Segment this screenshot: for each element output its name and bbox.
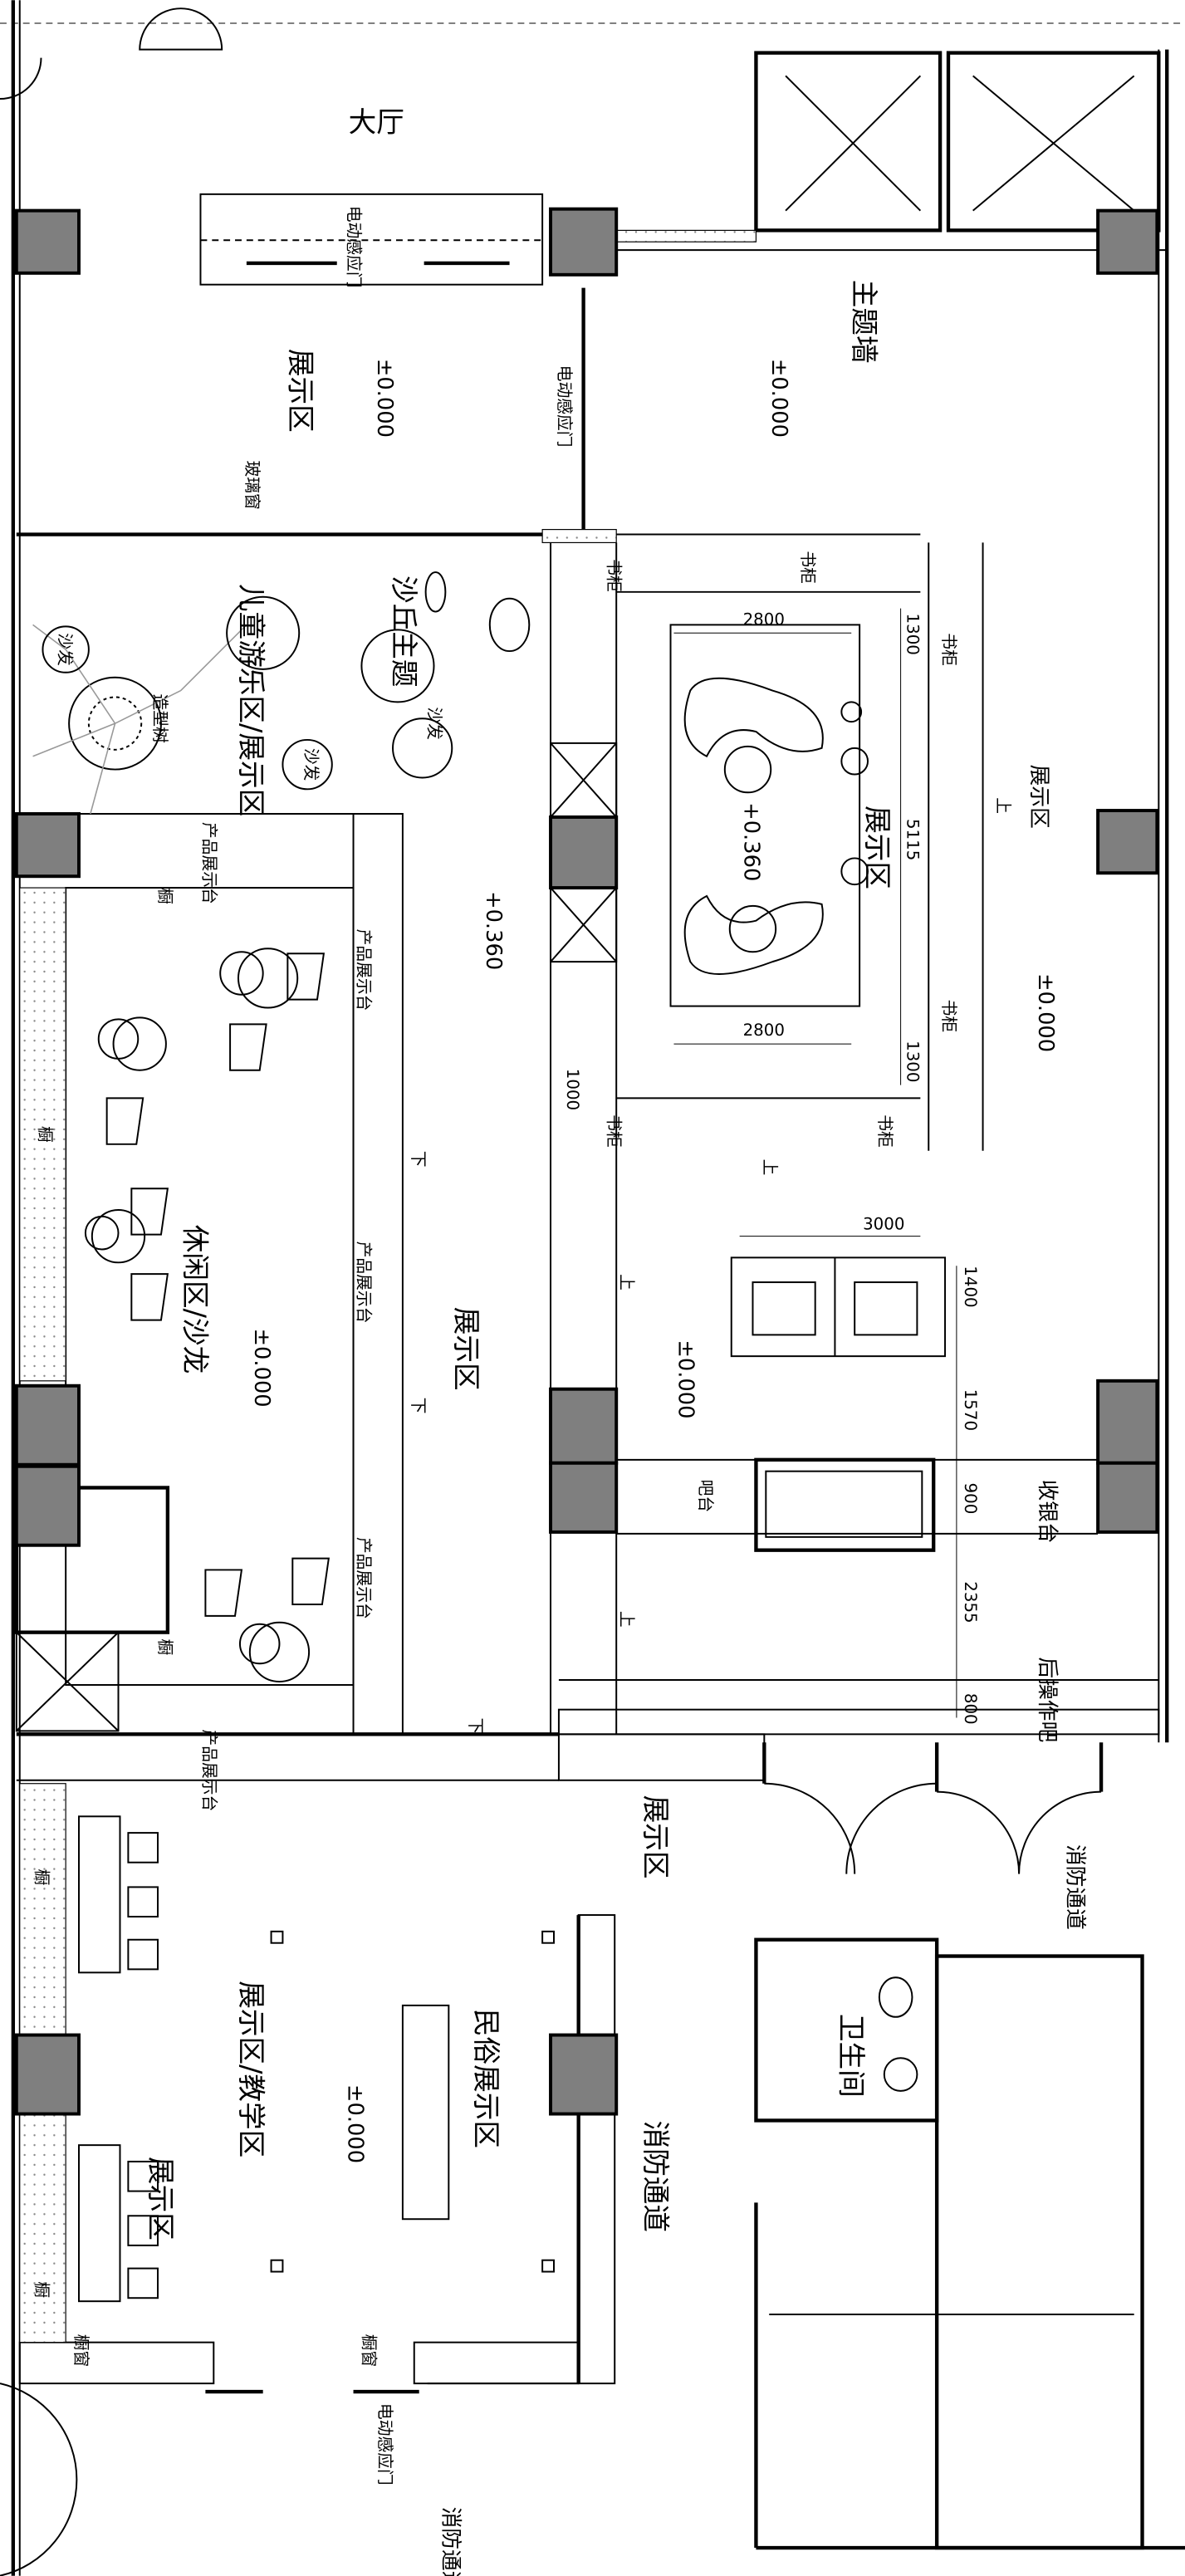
bookcase-label: 书柜 xyxy=(798,551,817,584)
stairs-up-label: 上 xyxy=(993,797,1012,814)
exhibit-area-label: 展示区 xyxy=(861,806,894,889)
bookcase-label: 书柜 xyxy=(604,1114,623,1148)
back-bar-label: 后操作吧 xyxy=(1035,1657,1060,1742)
stairs-up-label: 上 xyxy=(617,1611,636,1628)
folk-exhibit-label: 民俗展示区 xyxy=(470,2009,502,2148)
elevation-label: ±0.000 xyxy=(343,2084,368,2163)
dune-theme-label: 沙丘主题 xyxy=(388,575,420,688)
bookcase-label: 书柜 xyxy=(939,633,958,666)
lounge-label: 休闲区/沙龙 xyxy=(179,1225,212,1374)
dimension-800: 800 xyxy=(961,1693,980,1725)
columns xyxy=(14,207,1159,2116)
glass-window-label: 玻璃窗 xyxy=(242,460,262,509)
bookcase-label: 书柜 xyxy=(875,1114,894,1148)
stairs-down-label: 下 xyxy=(466,1718,485,1735)
sofa-label: 沙发 xyxy=(301,748,321,781)
stairs-down-label: 下 xyxy=(409,1398,428,1414)
dimension-lines xyxy=(673,608,957,1718)
cabinet-label: 橱 xyxy=(32,2281,51,2298)
exhibit-area-label: 展示区 xyxy=(144,2157,177,2241)
cabinet-label: 橱 xyxy=(155,1639,174,1656)
elevation-label: ±0.000 xyxy=(249,1328,274,1407)
product-table-label: 产品展示台 xyxy=(354,1537,373,1619)
product-table-label: 产品展示台 xyxy=(354,929,373,1011)
show-window-label: 橱窗 xyxy=(71,2334,91,2368)
exhibit-area-label: 展示区 xyxy=(284,349,316,433)
sofa-label: 沙发 xyxy=(55,633,74,666)
theme-wall-label: 主题墙 xyxy=(848,280,880,364)
dimension-1300: 1300 xyxy=(903,1041,923,1082)
sculpture-tree-label: 造型树 xyxy=(150,694,169,743)
bookcase-label: 书柜 xyxy=(604,559,623,592)
auto-door-label: 电动感应门 xyxy=(555,365,574,448)
product-table-label: 产品展示台 xyxy=(199,1729,218,1811)
fire-passage-label: 消防通道 xyxy=(438,2507,463,2576)
kids-area-label: 儿童游乐区/展示区 xyxy=(235,584,267,816)
exhibit-area-label: 展示区 xyxy=(450,1307,482,1391)
dimension-5115: 5115 xyxy=(903,819,923,860)
cabinet-label: 橱 xyxy=(155,888,174,904)
furniture xyxy=(0,7,1102,2576)
auto-door-label: 电动感应门 xyxy=(345,206,364,288)
fire-passage-label: 消防通道 xyxy=(639,2120,672,2232)
dimension-900: 900 xyxy=(961,1483,980,1515)
dimension-2800: 2800 xyxy=(743,1021,785,1040)
labels: 大厅 电动感应门 展示区 ±0.000 ±0.000 玻璃窗 电动感应门 主题墙… xyxy=(32,106,1088,2576)
cashier-label: 收银台 xyxy=(1035,1480,1060,1544)
dimension-1400: 1400 xyxy=(961,1266,980,1307)
cabinet-label: 橱 xyxy=(32,1869,51,1886)
elevation-label: +0.360 xyxy=(739,802,764,881)
fire-passage-label: 消防通道 xyxy=(1062,1844,1087,1930)
elevation-label: ±0.000 xyxy=(673,1339,698,1418)
stairs-down-label: 下 xyxy=(409,1151,428,1168)
stairs-up-label: 上 xyxy=(617,1274,636,1290)
bookcase-label: 书柜 xyxy=(939,1000,958,1033)
dimension-1300: 1300 xyxy=(903,614,923,655)
restroom-label: 卫生间 xyxy=(835,2014,867,2098)
elevation-label: ±0.000 xyxy=(1033,973,1058,1052)
dimension-2355: 2355 xyxy=(961,1581,980,1623)
cabinet-label: 橱 xyxy=(36,1126,55,1143)
elevation-label: ±0.000 xyxy=(766,359,791,438)
elevation-label: ±0.000 xyxy=(372,359,397,438)
product-table-label: 产品展示台 xyxy=(354,1241,373,1324)
dimension-1570: 1570 xyxy=(961,1389,980,1431)
sofa-label: 沙发 xyxy=(425,707,444,740)
exhibit-area-label: 展示区 xyxy=(1026,765,1051,829)
teaching-area-label: 展示区/教学区 xyxy=(235,1981,267,2157)
product-table-label: 产品展示台 xyxy=(199,822,218,904)
dimension-2800: 2800 xyxy=(743,610,785,629)
dimension-3000: 3000 xyxy=(863,1215,904,1234)
show-window-label: 橱窗 xyxy=(359,2334,378,2368)
dimension-1000: 1000 xyxy=(563,1069,582,1110)
stairs-up-label: 上 xyxy=(760,1159,779,1176)
auto-door-label: 电动感应门 xyxy=(375,2403,394,2485)
exhibit-area-label: 展示区 xyxy=(639,1795,672,1879)
elevation-label: +0.360 xyxy=(481,891,506,970)
lobby-label: 大厅 xyxy=(349,106,404,139)
bar-label: 吧台 xyxy=(696,1480,715,1513)
